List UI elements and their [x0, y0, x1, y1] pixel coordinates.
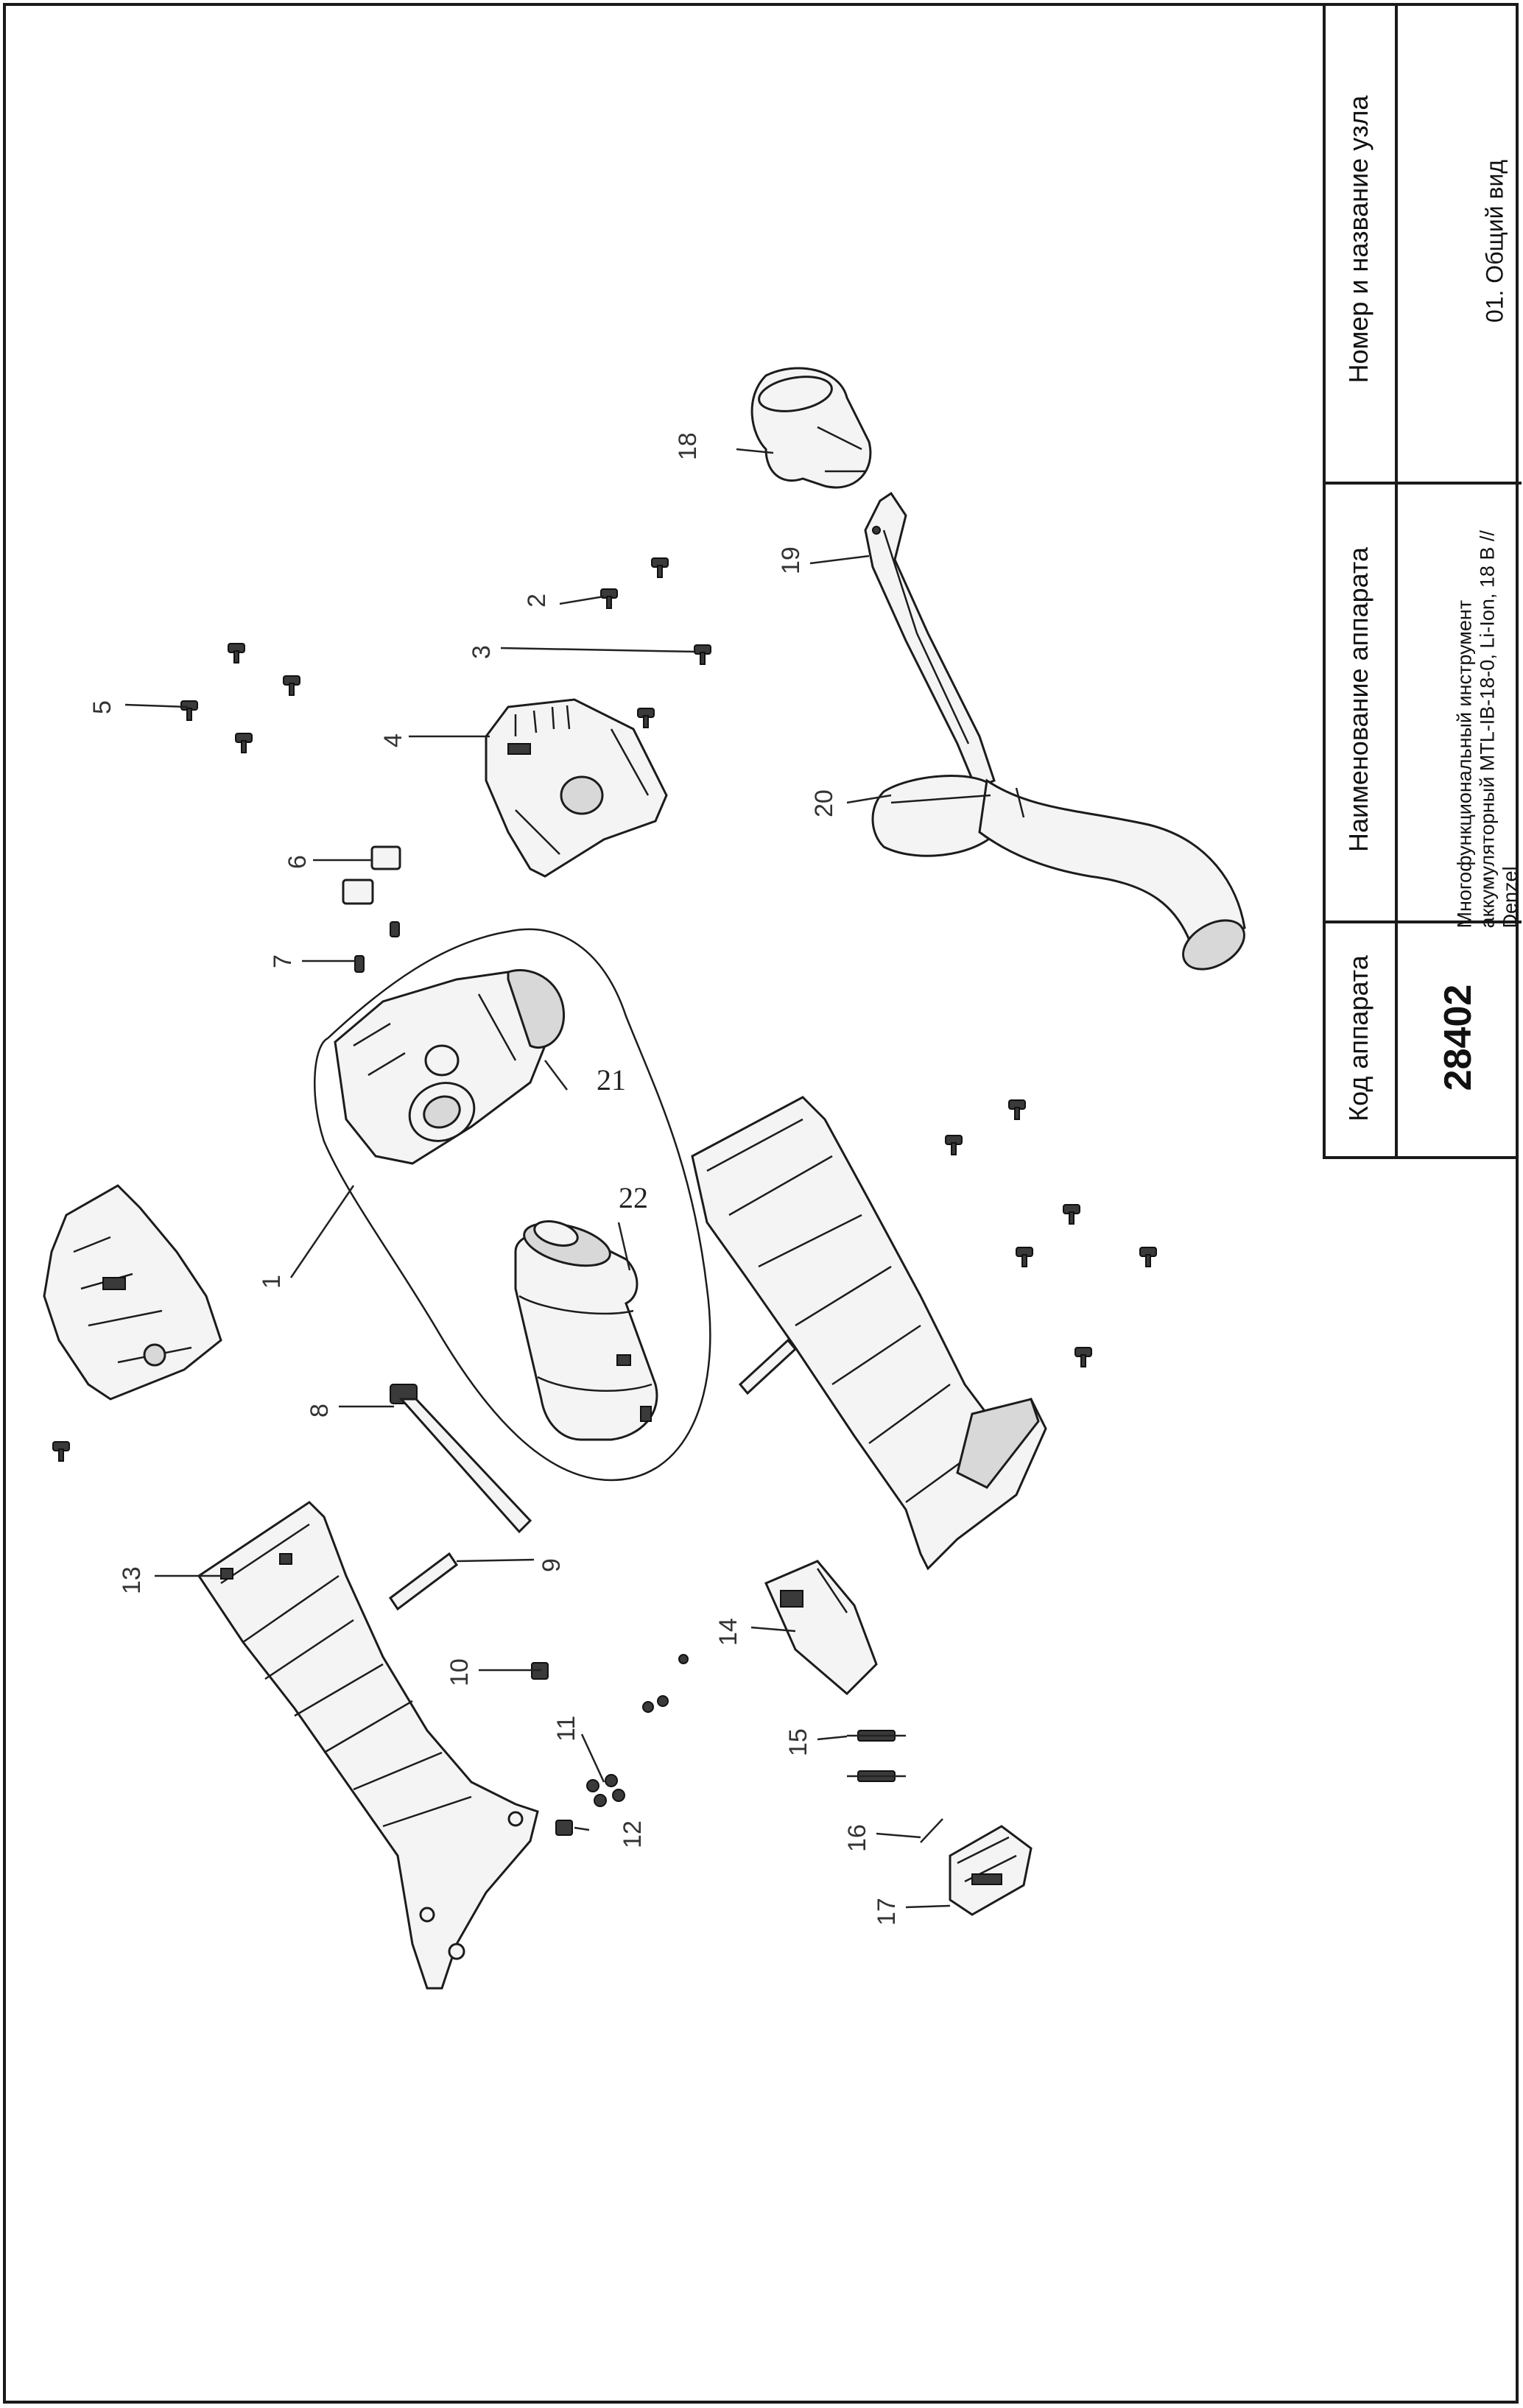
callout-18: 18 [674, 432, 702, 460]
code-value: 28402 [1437, 984, 1480, 1091]
callout-14: 14 [714, 1618, 742, 1646]
drawing-frame [3, 3, 1519, 2404]
screw-left [52, 1441, 70, 1462]
callout-labels: 18 19 20 2 3 4 5 6 7 1 21 22 8 9 13 10 1… [88, 432, 901, 1926]
part-7-small-screws [354, 921, 400, 973]
screws-group-top [180, 557, 711, 753]
part-14-switch [764, 1560, 878, 1696]
part-12-clip [555, 1820, 573, 1836]
callout-4: 4 [379, 733, 407, 747]
code-header: Код аппарата [1343, 955, 1373, 1122]
callout-9: 9 [538, 1558, 566, 1572]
callout-13: 13 [118, 1566, 146, 1594]
callout-15: 15 [784, 1728, 812, 1756]
callout-19: 19 [777, 546, 805, 574]
name-value: Многофункциональный инструмент аккумулят… [1453, 530, 1522, 929]
callout-21: 21 [597, 1063, 626, 1096]
callout-22: 22 [619, 1181, 648, 1214]
callout-3: 3 [468, 645, 496, 659]
callout-12: 12 [619, 1820, 647, 1848]
part-13-left-housing-half [197, 1501, 539, 1990]
part-19-extraction-arm [864, 491, 996, 789]
part-9-light-pipe [388, 1552, 459, 1611]
callout-2: 2 [523, 594, 551, 608]
light-pipe-right [738, 1338, 798, 1395]
callout-7: 7 [269, 954, 297, 968]
node-header: Номер и название узла [1343, 95, 1373, 384]
part-cover-plate [43, 1184, 222, 1401]
name-header: Наименование аппарата [1343, 547, 1373, 852]
callout-5: 5 [88, 700, 116, 714]
node-value: 01. Общий вид [1481, 159, 1508, 323]
part-4-front-housing [485, 698, 668, 878]
callout-20: 20 [810, 789, 838, 817]
callout-6: 6 [284, 855, 312, 869]
part-11-springs [586, 1654, 689, 1807]
callout-1: 1 [258, 1275, 286, 1289]
title-block: Номер и название узла 01. Общий вид Наим… [1323, 3, 1522, 1159]
part-16-pin [920, 1818, 943, 1843]
part-right-housing-half [691, 1096, 1047, 1571]
title-block-row-divider [1326, 482, 1522, 485]
callout-11: 11 [552, 1716, 580, 1742]
title-block-column-divider [1395, 3, 1398, 1156]
title-block-row-divider [1326, 920, 1522, 923]
part-1-motor-assembly [314, 928, 711, 1482]
part-8-switch-slider [390, 1384, 532, 1534]
part-15-contacts [847, 1730, 906, 1782]
part-20-clamp-hose-adapter [871, 775, 1246, 971]
callout-17: 17 [873, 1898, 901, 1926]
screws-group-right [945, 1099, 1157, 1367]
leader-lines [124, 448, 951, 1909]
part-6-clips [342, 845, 401, 905]
part-18-dust-nozzle [750, 367, 872, 489]
callout-10: 10 [446, 1658, 474, 1686]
part-17-terminal-block [949, 1825, 1033, 1916]
callout-16: 16 [843, 1824, 871, 1852]
callout-8: 8 [306, 1404, 334, 1418]
